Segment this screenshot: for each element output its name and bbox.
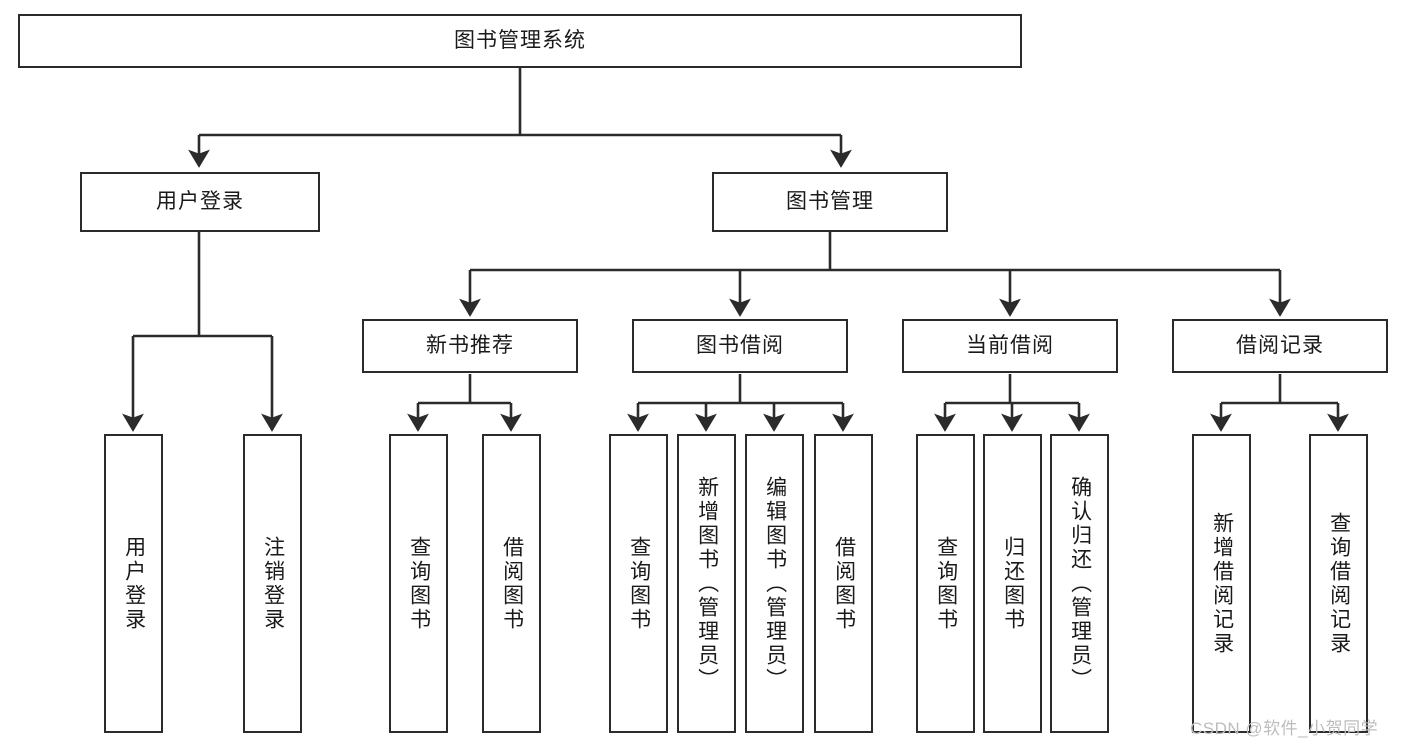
node-leaf-logout[interactable]: 注销登录 bbox=[243, 434, 302, 733]
node-current-borrow-label: 当前借阅 bbox=[966, 334, 1054, 358]
node-leaf-query-book-1[interactable]: 查询图书 bbox=[389, 434, 448, 733]
node-user-login-label: 用户登录 bbox=[156, 190, 244, 214]
csdn-watermark: CSDN @软件_小贺同学 bbox=[1190, 719, 1379, 738]
node-book-manage-label: 图书管理 bbox=[786, 190, 874, 214]
node-leaf-edit-book-label: 编辑图书（管理员） bbox=[763, 475, 787, 692]
node-leaf-return-book-label: 归还图书 bbox=[1001, 535, 1025, 632]
node-leaf-add-book-label: 新增图书（管理员） bbox=[695, 475, 719, 692]
node-leaf-query-book-2[interactable]: 查询图书 bbox=[609, 434, 668, 733]
node-new-book-rec[interactable]: 新书推荐 bbox=[362, 319, 578, 373]
node-leaf-confirm-return-label: 确认归还（管理员） bbox=[1068, 475, 1092, 692]
node-root-label: 图书管理系统 bbox=[454, 29, 586, 53]
node-leaf-add-record[interactable]: 新增借阅记录 bbox=[1192, 434, 1251, 733]
node-user-login[interactable]: 用户登录 bbox=[80, 172, 320, 232]
node-book-borrow-label: 图书借阅 bbox=[696, 334, 784, 358]
node-borrow-record-label: 借阅记录 bbox=[1236, 334, 1324, 358]
node-leaf-borrow-book-1[interactable]: 借阅图书 bbox=[482, 434, 541, 733]
node-leaf-logout-label: 注销登录 bbox=[261, 535, 285, 632]
node-leaf-user-login[interactable]: 用户登录 bbox=[104, 434, 163, 733]
node-current-borrow[interactable]: 当前借阅 bbox=[902, 319, 1118, 373]
node-book-manage[interactable]: 图书管理 bbox=[712, 172, 948, 232]
node-leaf-confirm-return[interactable]: 确认归还（管理员） bbox=[1050, 434, 1109, 733]
node-borrow-record[interactable]: 借阅记录 bbox=[1172, 319, 1388, 373]
node-leaf-query-record[interactable]: 查询借阅记录 bbox=[1309, 434, 1368, 733]
node-leaf-query-book-3-label: 查询图书 bbox=[934, 535, 958, 632]
node-leaf-add-book[interactable]: 新增图书（管理员） bbox=[677, 434, 736, 733]
node-book-borrow[interactable]: 图书借阅 bbox=[632, 319, 848, 373]
node-leaf-borrow-book-2[interactable]: 借阅图书 bbox=[814, 434, 873, 733]
node-leaf-return-book[interactable]: 归还图书 bbox=[983, 434, 1042, 733]
node-leaf-user-login-label: 用户登录 bbox=[122, 535, 146, 632]
node-root[interactable]: 图书管理系统 bbox=[18, 14, 1022, 68]
node-new-book-rec-label: 新书推荐 bbox=[426, 334, 514, 358]
node-leaf-add-record-label: 新增借阅记录 bbox=[1210, 511, 1234, 656]
node-leaf-query-record-label: 查询借阅记录 bbox=[1327, 511, 1351, 656]
node-leaf-borrow-book-2-label: 借阅图书 bbox=[832, 535, 856, 632]
node-leaf-edit-book[interactable]: 编辑图书（管理员） bbox=[745, 434, 804, 733]
node-leaf-borrow-book-1-label: 借阅图书 bbox=[500, 535, 524, 632]
node-leaf-query-book-2-label: 查询图书 bbox=[627, 535, 651, 632]
node-leaf-query-book-3[interactable]: 查询图书 bbox=[916, 434, 975, 733]
node-leaf-query-book-1-label: 查询图书 bbox=[407, 535, 431, 632]
